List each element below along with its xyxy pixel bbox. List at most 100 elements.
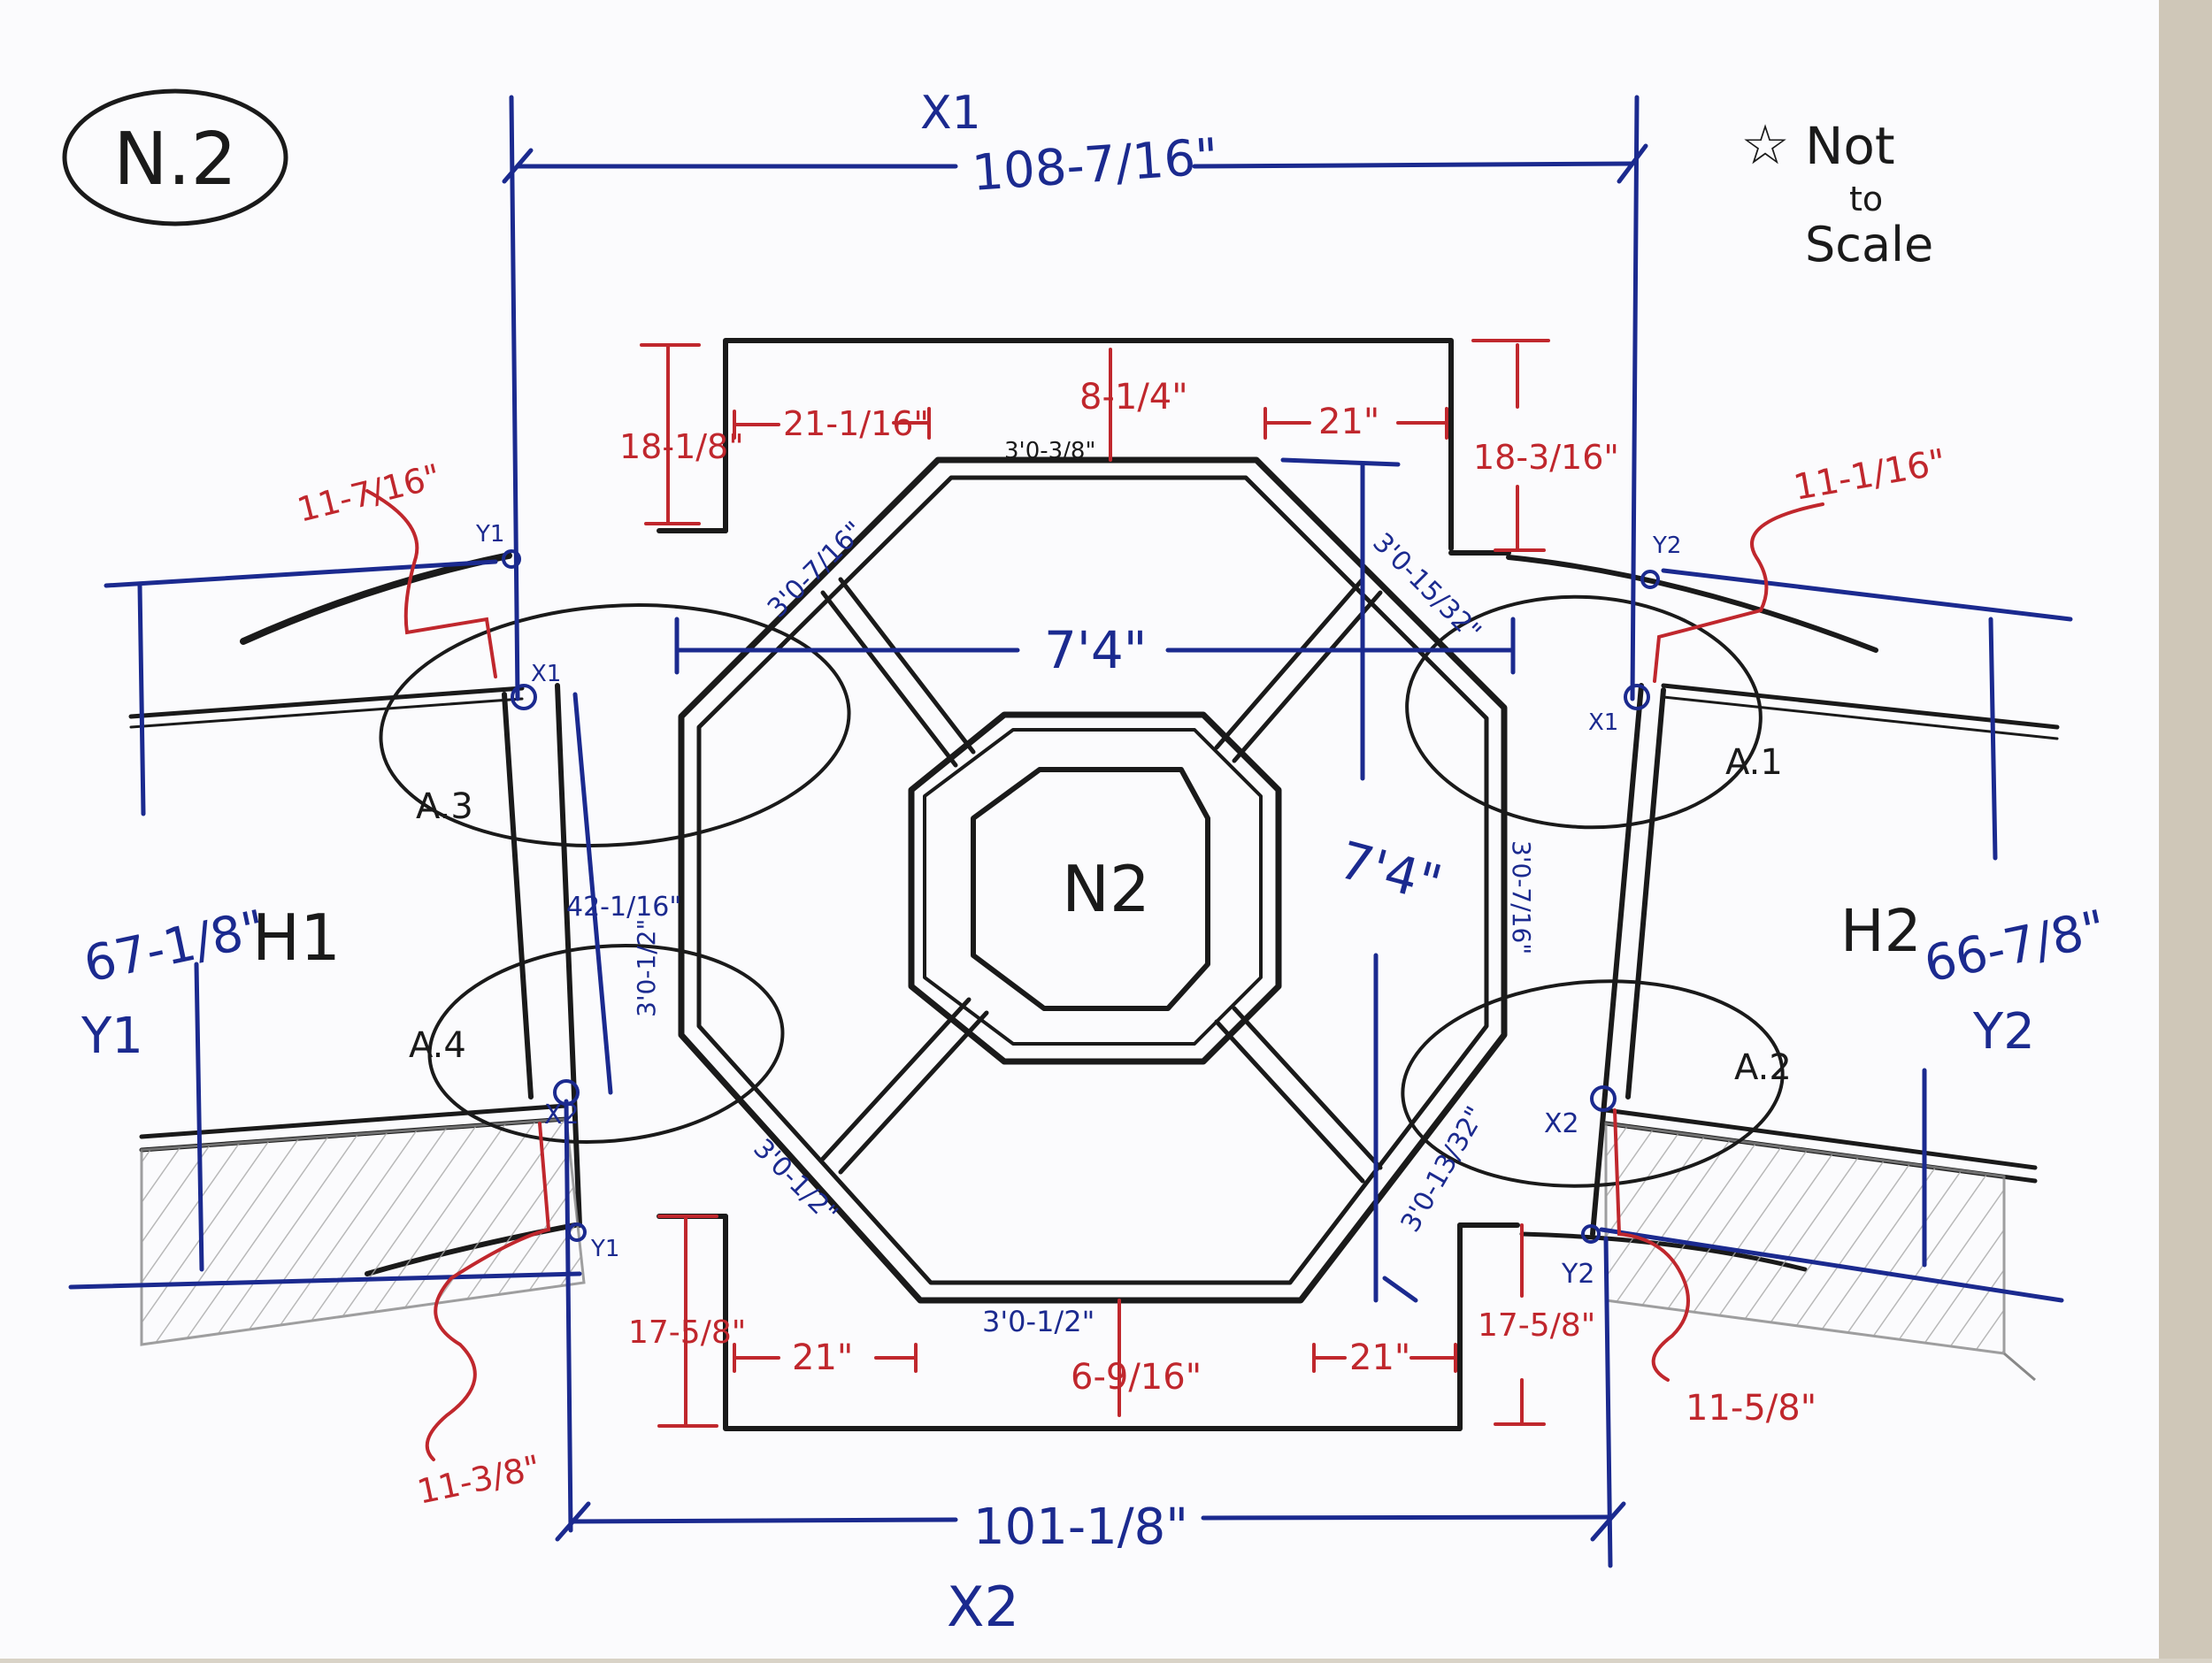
blue-dimensions xyxy=(68,95,2073,1568)
left-gap-line xyxy=(572,692,613,1095)
dim-bottom-span: 101-1/8" xyxy=(973,1498,1188,1556)
dim-left-gap: 42-1/16" xyxy=(566,892,681,923)
blue-point-markers xyxy=(502,549,1660,1244)
dim-bottom-center: 6-9/16" xyxy=(1071,1357,1202,1398)
right-hatch-diagonal xyxy=(2003,1352,2036,1382)
bottom-left-width-line xyxy=(733,1343,918,1373)
left-wall-inner xyxy=(555,683,582,1228)
dim-top-left-width: 21-1/16" xyxy=(783,404,929,443)
note-star-icon: ☆ xyxy=(1740,112,1790,177)
h2-dimension-line xyxy=(1922,617,1998,1268)
area-a4-label: A.4 xyxy=(409,1025,466,1066)
paper-edge-shadow xyxy=(2159,0,2212,1659)
area-a2-label: A.2 xyxy=(1734,1047,1792,1088)
x2-left-marker xyxy=(553,1079,580,1106)
x2-right-marker xyxy=(1590,1085,1617,1112)
bottom-right-height-line xyxy=(1494,1223,1546,1426)
dim-top-left-height: 18-1/8" xyxy=(619,427,744,466)
dim-edge-right: 3'0-7/16" xyxy=(1507,840,1536,954)
x1-right-extension xyxy=(1630,95,1640,701)
x2-left-label: X2 xyxy=(544,1100,580,1130)
bottom-alcove-outline xyxy=(723,1214,1463,1431)
h1-label: H1 xyxy=(252,900,341,975)
dim-bottom-right-height: 17-5/8" xyxy=(1478,1307,1595,1344)
y1-bottom-label: Y1 xyxy=(590,1236,619,1262)
h2-extension-top xyxy=(1661,568,2073,622)
dim-top-right-width: 21" xyxy=(1318,402,1379,442)
left-wall-top-squiggle xyxy=(365,489,497,678)
h2-extension-bottom xyxy=(1599,1227,2064,1303)
dim-top-edge: 3'0-3/8" xyxy=(1004,438,1095,464)
x2-left-extension xyxy=(564,1099,573,1533)
note-line-2: to xyxy=(1849,180,1883,218)
inner-width-ticks xyxy=(674,617,1516,675)
h1-extension-top xyxy=(104,559,498,588)
x1-right-marker xyxy=(1624,684,1650,710)
x2-bottom-label: X2 xyxy=(947,1575,1019,1639)
y1-bottom-marker xyxy=(567,1222,587,1242)
area-a1-ellipse xyxy=(1405,594,1763,830)
right-upper-curve xyxy=(1506,555,1878,653)
note-line-1: Not xyxy=(1805,116,1895,176)
left-wall-outer xyxy=(502,692,534,1100)
outer-octagon xyxy=(678,456,1508,1304)
left-wall-bottom-squiggle xyxy=(425,1122,551,1461)
x1-left-marker xyxy=(511,684,537,710)
dim-bottom-right-width: 21" xyxy=(1349,1337,1410,1378)
dim-top-center: 8-1/4" xyxy=(1079,377,1188,418)
note-line-3: Scale xyxy=(1805,217,1933,272)
area-a3-label: A.3 xyxy=(416,786,473,827)
y2-bottom-label: Y2 xyxy=(1561,1259,1594,1290)
inner-height-line xyxy=(1360,462,1379,1303)
bottom-left-height-line xyxy=(657,1215,718,1428)
red-dimensions xyxy=(365,339,1824,1461)
y1-top-marker xyxy=(502,549,521,569)
dim-edge-left: 3'0-1/2" xyxy=(632,919,661,1017)
right-wall-top-squiggle xyxy=(1653,502,1824,683)
area-a2-ellipse xyxy=(1401,979,1785,1188)
dim-inner-width: 7'4" xyxy=(1044,620,1147,680)
y2-top-marker xyxy=(1640,570,1660,589)
h1-extension-bottom xyxy=(68,1271,582,1290)
right-wall-inner xyxy=(1590,683,1644,1237)
strut-bottom-right xyxy=(1214,1006,1383,1184)
dim-top-right-height: 18-3/16" xyxy=(1473,438,1619,477)
top-left-height-line xyxy=(640,343,701,525)
top-left-width-line xyxy=(733,407,931,440)
h2-label: H2 xyxy=(1840,897,1922,965)
x1-ticks xyxy=(502,143,1648,184)
left-upper-rail-b xyxy=(129,697,524,729)
bottom-right-width-line xyxy=(1312,1343,1457,1373)
y1-top-label: Y1 xyxy=(475,521,504,548)
y1-side-label: Y1 xyxy=(81,1008,143,1065)
strut-top-left xyxy=(820,577,976,768)
outer-octagon-inner-line xyxy=(696,475,1489,1285)
center-octagon-outer xyxy=(908,711,1282,1065)
dim-right-wall-bottom: 11-5/8" xyxy=(1686,1388,1816,1429)
hatched-bases xyxy=(140,1117,2036,1382)
x1-right-label: X1 xyxy=(1588,709,1618,736)
area-a3-ellipse xyxy=(379,603,851,847)
sheet-id-label: N.2 xyxy=(113,118,237,202)
top-alcove-outline xyxy=(723,338,1454,551)
left-upper-rail-a xyxy=(128,686,525,719)
y2-top-label: Y2 xyxy=(1652,533,1681,559)
dim-bottom-left-width: 21" xyxy=(792,1337,853,1378)
y2-side-label: Y2 xyxy=(1972,1003,2035,1061)
strut-top-right xyxy=(1214,577,1383,763)
dim-bottom-left-height: 17-5/8" xyxy=(628,1314,746,1351)
top-right-width-line xyxy=(1263,407,1448,440)
sheet-id-ellipse xyxy=(62,88,288,226)
strut-bottom-left xyxy=(820,997,989,1175)
x2-right-extension xyxy=(1603,1236,1613,1568)
top-right-height-line xyxy=(1471,339,1550,552)
x1-dimension-line xyxy=(515,161,1635,169)
dim-bottom-edge: 3'0-1/2" xyxy=(982,1305,1094,1338)
center-octagon-inner xyxy=(971,767,1210,1011)
x2-ticks xyxy=(555,1501,1626,1542)
right-wall-outer xyxy=(1625,687,1666,1100)
y2-bottom-marker xyxy=(1581,1224,1601,1244)
